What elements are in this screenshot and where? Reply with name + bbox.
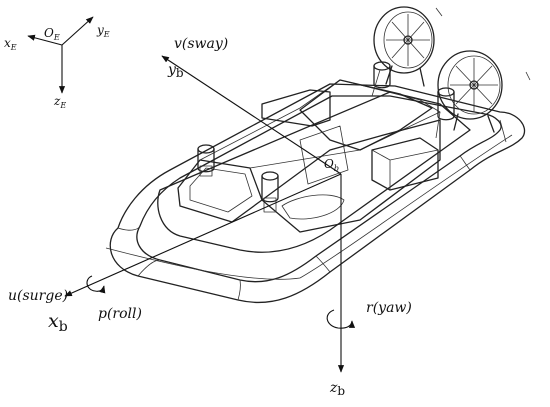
skirt-seam [315, 255, 331, 273]
duct-support [435, 7, 531, 81]
skirt-midline [299, 134, 513, 279]
skirt-seam [459, 155, 471, 171]
cargo-box [371, 137, 439, 191]
earth-origin-label: OE [44, 26, 60, 42]
windshield [189, 167, 253, 213]
lift-fan-front-left [197, 144, 215, 177]
body-origin-label: Ob [324, 157, 339, 173]
body-x-axis [64, 173, 342, 297]
hull-deck [157, 91, 471, 253]
earth-x-label: xE [4, 36, 17, 52]
cargo-box-edge [371, 149, 439, 190]
roll-label: p(roll) [98, 306, 142, 322]
earth-x-axis [27, 34, 63, 46]
skirt-midline [105, 247, 301, 280]
propeller-duct-left [373, 6, 435, 87]
body-x-label: xb [48, 310, 68, 335]
body-y-axis [161, 55, 342, 175]
cabin-top [299, 79, 433, 151]
propeller-duct-right [437, 50, 503, 133]
body-frame: Ob v(sway) yb u(surge) p(roll) xb r(yaw)… [8, 36, 412, 398]
cabin-window-panel [299, 125, 349, 185]
skirt-seam [117, 225, 141, 231]
hull-skirt-outer [109, 83, 526, 304]
rudders [371, 69, 507, 143]
earth-y-axis [61, 16, 94, 46]
cabin-block [261, 89, 331, 127]
surge-label: u(surge) [8, 288, 68, 304]
skirt-seam [237, 279, 241, 301]
hovercraft [105, 6, 531, 304]
yaw-label: r(yaw) [366, 300, 412, 316]
body-z-label: zb [329, 380, 345, 398]
sway-label: v(sway) [174, 36, 228, 52]
cabin-front [177, 159, 263, 223]
lift-fan-front-right [261, 171, 279, 213]
front-hatch [281, 194, 345, 220]
lift-fan-rear-left [373, 61, 391, 89]
cabin-side [261, 119, 441, 233]
body-y-label: yb [167, 62, 184, 80]
earth-y-label: yE [96, 23, 110, 39]
earth-frame: OE xE yE zE [4, 16, 110, 110]
earth-z-label: zE [53, 94, 66, 110]
skirt-seam [137, 259, 161, 277]
yaw-rotation-arrow [326, 309, 356, 329]
roll-rotation-arrow [86, 275, 106, 294]
